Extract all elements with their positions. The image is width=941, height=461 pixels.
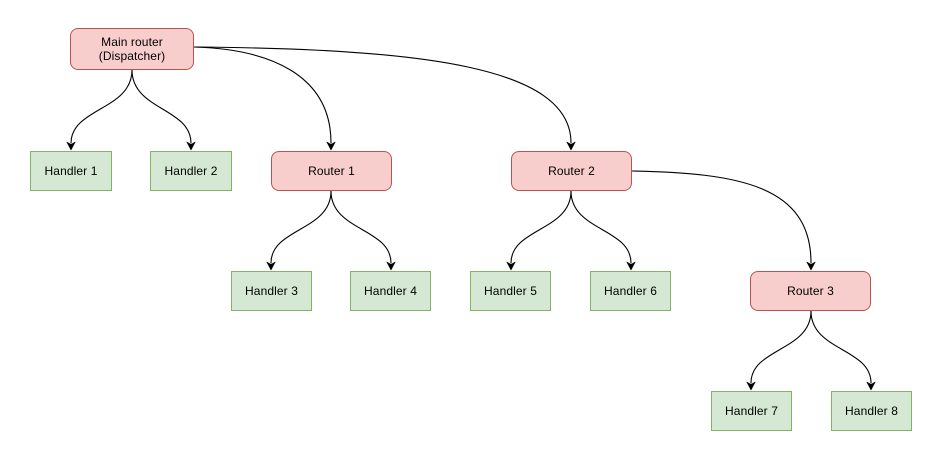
arrow-head-icon: [66, 141, 76, 151]
arrow-head-icon: [806, 261, 816, 271]
edge-line: [70, 69, 133, 144]
node-label: Handler 4: [364, 284, 417, 298]
node-label: Handler 3: [245, 284, 298, 298]
edge-main-r1: [193, 46, 336, 151]
edge-line: [193, 46, 572, 144]
node-router-3[interactable]: Router 3: [750, 271, 871, 311]
edge-line: [193, 46, 332, 144]
node-label: Main router (Dispatcher): [98, 35, 166, 63]
node-handler-3[interactable]: Handler 3: [231, 271, 312, 311]
node-handler-4[interactable]: Handler 4: [350, 271, 431, 311]
node-label: Handler 1: [44, 164, 98, 178]
node-label: Handler 2: [164, 164, 218, 178]
edge-main-r2: [193, 46, 576, 151]
edge-r2-r3: [631, 170, 816, 271]
node-handler-5[interactable]: Handler 5: [470, 271, 551, 311]
node-router-2[interactable]: Router 2: [511, 151, 632, 191]
arrow-head-icon: [326, 141, 336, 151]
arrow-head-icon: [186, 141, 196, 151]
edge-r2-h6: [570, 190, 636, 271]
arrow-head-icon: [626, 261, 636, 271]
edge-r3-h8: [810, 310, 876, 391]
edge-line: [810, 310, 872, 384]
node-handler-6[interactable]: Handler 6: [590, 271, 671, 311]
edge-line: [750, 310, 812, 384]
edge-line: [570, 190, 632, 264]
node-label: Router 3: [787, 284, 834, 298]
arrow-head-icon: [386, 261, 396, 271]
node-handler-7[interactable]: Handler 7: [711, 391, 792, 431]
edge-line: [131, 69, 192, 144]
edge-r1-h3: [266, 190, 332, 271]
node-label: Handler 7: [725, 404, 778, 418]
edge-line: [510, 190, 572, 264]
arrow-head-icon: [506, 261, 516, 271]
arrow-head-icon: [566, 141, 576, 151]
arrow-head-icon: [266, 261, 276, 271]
node-router-1[interactable]: Router 1: [271, 151, 392, 191]
arrow-head-icon: [746, 381, 756, 391]
node-label: Handler 6: [604, 284, 657, 298]
edge-r3-h7: [746, 310, 812, 391]
edge-line: [330, 190, 392, 264]
arrow-head-icon: [866, 381, 876, 391]
node-label: Handler 8: [845, 404, 898, 418]
node-handler-2[interactable]: Handler 2: [150, 151, 232, 191]
node-main-router[interactable]: Main router (Dispatcher): [70, 28, 194, 70]
node-handler-8[interactable]: Handler 8: [831, 391, 912, 431]
node-label: Handler 5: [484, 284, 537, 298]
edge-main-h1: [66, 69, 133, 151]
node-handler-1[interactable]: Handler 1: [30, 151, 112, 191]
edge-line: [270, 190, 332, 264]
edge-r1-h4: [330, 190, 396, 271]
edge-main-h2: [131, 69, 196, 151]
edge-line: [631, 170, 812, 264]
node-label: Router 1: [308, 164, 355, 178]
edge-r2-h5: [506, 190, 572, 271]
node-label: Router 2: [548, 164, 595, 178]
